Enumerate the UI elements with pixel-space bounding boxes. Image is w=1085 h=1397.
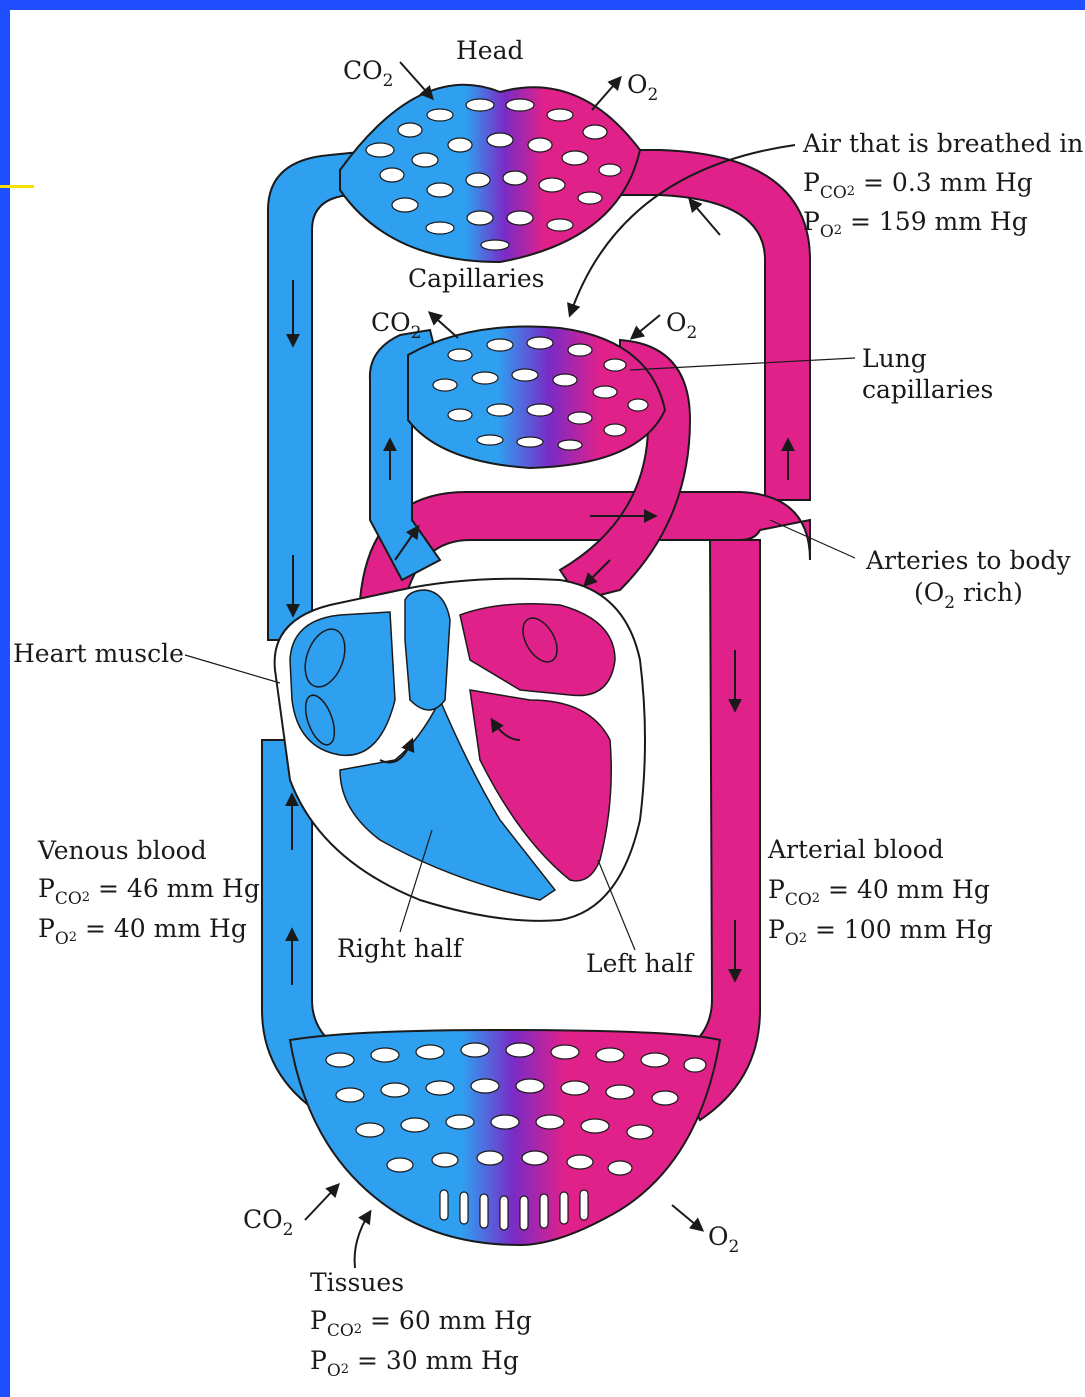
lung-o2-label: O2 <box>666 308 697 337</box>
head-o2-label: O2 <box>627 70 658 99</box>
arteries-o2-rich-label: (O2 rich) <box>914 578 1023 607</box>
tissues-label: Tissues <box>310 1268 404 1298</box>
tissue-pco2: PCO2 = 60 mm Hg <box>310 1306 532 1335</box>
right-atrium <box>290 612 395 755</box>
capillaries-label: Capillaries <box>408 264 545 294</box>
arterial-vessel-lower <box>668 540 760 1120</box>
arterial-blood-label: Arterial blood <box>768 835 944 865</box>
left-half-label: Left half <box>586 949 693 979</box>
venous-po2: PO2 = 40 mm Hg <box>38 914 247 943</box>
head-co2-label: CO2 <box>343 56 393 85</box>
arterial-po2: PO2 = 100 mm Hg <box>768 915 993 944</box>
venous-vessel-upper <box>268 150 380 640</box>
pulmonary-trunk <box>405 590 450 710</box>
lung-capillaries-label-line2: capillaries <box>862 375 993 405</box>
venous-pco2: PCO2 = 46 mm Hg <box>38 874 260 903</box>
venous-blood-label: Venous blood <box>38 836 207 866</box>
tissue-o2-label: O2 <box>708 1222 739 1251</box>
tissue-co2-label: CO2 <box>243 1205 293 1234</box>
arterial-pco2: PCO2 = 40 mm Hg <box>768 875 990 904</box>
air-po2: PO2 = 159 mm Hg <box>803 207 1028 236</box>
air-pco2: PCO2 = 0.3 mm Hg <box>803 168 1033 197</box>
lung-co2-label: CO2 <box>371 308 421 337</box>
right-half-label: Right half <box>337 934 462 964</box>
arteries-to-body-label: Arteries to body <box>866 546 1071 576</box>
lung-capillaries-label-line1: Lung <box>862 344 927 374</box>
tissue-po2: PO2 = 30 mm Hg <box>310 1346 519 1375</box>
head-label: Head <box>456 36 524 66</box>
air-breathed-in-label: Air that is breathed in <box>803 129 1083 159</box>
heart-muscle-label: Heart muscle <box>13 639 184 669</box>
